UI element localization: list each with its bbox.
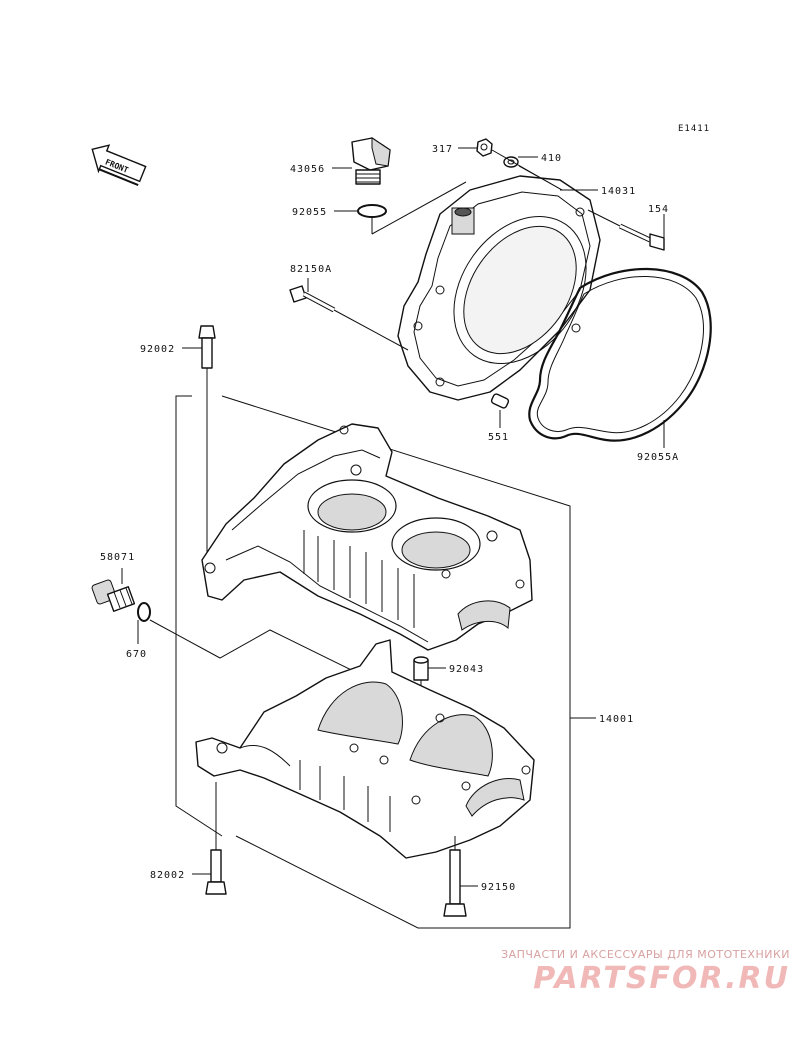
part-label-410: 410 bbox=[541, 153, 562, 164]
part-upper-crankcase bbox=[201, 423, 533, 651]
part-label-43056: 43056 bbox=[290, 164, 325, 175]
part-670-o-ring: 670 bbox=[126, 602, 393, 691]
part-82150a-bolt: 82150A bbox=[289, 264, 409, 351]
diagram-code: E1411 bbox=[678, 124, 710, 134]
part-label-551: 551 bbox=[488, 432, 509, 443]
part-317-nut: 317 bbox=[432, 138, 493, 157]
part-label-670: 670 bbox=[126, 649, 147, 660]
part-label-14001: 14001 bbox=[599, 714, 634, 725]
part-154-bolt: 154 bbox=[587, 204, 669, 251]
part-410-washer: 410 bbox=[503, 153, 562, 168]
part-label-317: 317 bbox=[432, 144, 453, 155]
part-92150-bolt: 92150 bbox=[443, 836, 516, 917]
part-label-82002: 82002 bbox=[150, 870, 185, 881]
watermark-tagline: ЗАПЧАСТИ И АКСЕССУАРЫ ДЛЯ МОТОТЕХНИКИ bbox=[501, 948, 790, 961]
part-label-92055: 92055 bbox=[292, 207, 327, 218]
part-label-92150: 92150 bbox=[481, 882, 516, 893]
part-label-58071: 58071 bbox=[100, 552, 135, 563]
part-551-dowel-pin: 551 bbox=[488, 393, 510, 443]
part-lower-crankcase bbox=[195, 639, 535, 859]
part-label-92043: 92043 bbox=[449, 664, 484, 675]
assembly-bracket-14001: 14001 bbox=[175, 395, 634, 929]
part-82002-bolt: 82002 bbox=[150, 782, 227, 895]
part-58071-drain-plug: 58071 bbox=[91, 552, 136, 612]
part-label-14031: 14031 bbox=[601, 186, 636, 197]
part-label-82150a: 82150A bbox=[290, 264, 332, 275]
part-92002-bolt-upper: 92002 bbox=[140, 325, 216, 560]
part-92055-o-ring: 92055 bbox=[292, 181, 467, 235]
part-label-92055a: 92055A bbox=[637, 452, 679, 463]
front-arrow-icon: FRONT bbox=[91, 144, 147, 187]
part-14031-crankcase-cover: 14031 bbox=[397, 149, 636, 401]
watermark: ЗАПЧАСТИ И АКСЕССУАРЫ ДЛЯ МОТОТЕХНИКИ PA… bbox=[470, 948, 790, 997]
part-43056-filler-cap: 43056 bbox=[290, 137, 391, 185]
part-92055a-gasket: 92055A bbox=[528, 267, 712, 463]
part-label-92002: 92002 bbox=[140, 344, 175, 355]
part-label-154: 154 bbox=[648, 204, 669, 215]
watermark-brand-logo: PARTSFOR.RU bbox=[533, 961, 790, 996]
